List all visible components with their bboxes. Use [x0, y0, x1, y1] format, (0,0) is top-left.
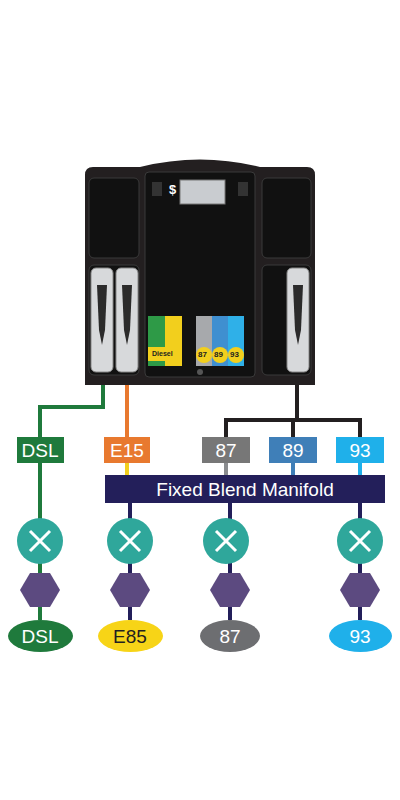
node-label: 87: [219, 627, 240, 646]
nozzle: [91, 268, 309, 372]
node-label: Fixed Blend Manifold: [156, 480, 333, 499]
node-label: E15: [110, 441, 144, 460]
node-label: DSL: [22, 627, 59, 646]
product-box: E15: [104, 437, 150, 463]
diesel-wire: [40, 385, 103, 437]
blend-wire-branch: [291, 420, 295, 437]
panel-label: 87: [198, 351, 207, 359]
display-screen: [180, 180, 225, 204]
product-box: DSL: [17, 437, 64, 463]
manifold-band: Fixed Blend Manifold: [105, 475, 385, 503]
dispenser-body: [85, 160, 315, 386]
node-label: 93: [349, 441, 370, 460]
tank-ellipse: 93: [329, 620, 392, 652]
product-box: 89: [269, 437, 317, 463]
vent: [152, 182, 162, 196]
panel-label: Diesel: [152, 350, 173, 357]
panel-label: 93: [230, 351, 239, 359]
valve-symbol: [17, 518, 383, 564]
node-label: 87: [215, 441, 236, 460]
pipe-connector: [358, 463, 362, 475]
blend-wire-branch: [226, 420, 360, 437]
center-panel: [145, 172, 255, 377]
e15-wire: [125, 385, 129, 437]
pipe-connector: [125, 463, 129, 475]
tank-ellipse: DSL: [8, 620, 73, 652]
node-label: DSL: [22, 441, 59, 460]
blend-wire: [295, 385, 299, 420]
node-label: 89: [282, 441, 303, 460]
nozzle-bay: [262, 265, 311, 375]
logo-dot: [197, 369, 203, 375]
product-box: 93: [336, 437, 384, 463]
grade-panel: [148, 316, 244, 366]
product-box: 87: [202, 437, 250, 463]
side-panel: [262, 178, 311, 258]
tank-ellipse: E85: [98, 620, 163, 652]
pipe-connector: [224, 463, 228, 475]
vent: [238, 182, 248, 196]
node-label: 93: [349, 627, 370, 646]
nozzle-bay: [89, 265, 139, 375]
panel-label: $: [169, 183, 176, 196]
pump-hexagon: [20, 573, 380, 607]
pipe-connector: [291, 463, 295, 475]
side-panel: [89, 178, 139, 258]
node-label: E85: [113, 627, 147, 646]
tank-ellipse: 87: [200, 620, 260, 652]
panel-label: 89: [214, 351, 223, 359]
